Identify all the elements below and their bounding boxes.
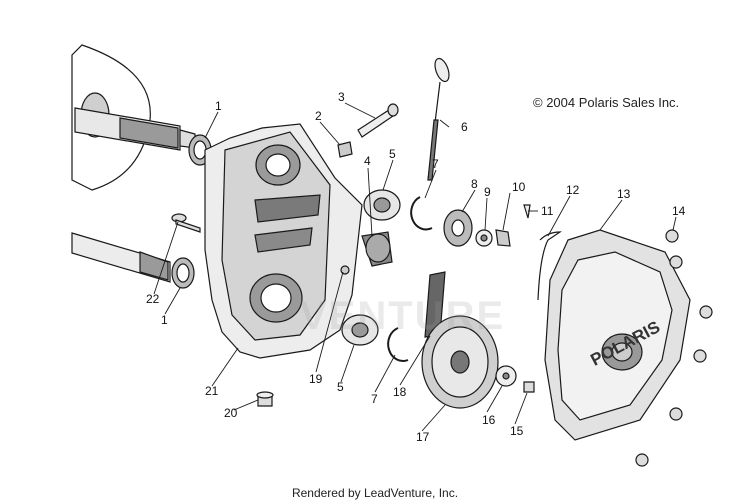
callout-15: 15 — [510, 424, 524, 438]
callout-19: 19 — [309, 372, 323, 386]
callout-5-upper: 5 — [389, 147, 396, 161]
callout-10: 10 — [512, 180, 526, 194]
callout-6: 6 — [461, 120, 468, 134]
cover-bolt-3 — [699, 305, 713, 319]
callout-16: 16 — [482, 413, 496, 427]
callout-13: 13 — [617, 187, 631, 201]
cotter-pin-11 — [523, 204, 531, 219]
callout-5-lower: 5 — [337, 380, 344, 394]
callout-1-upper: 1 — [215, 99, 222, 113]
bearing-upper — [363, 189, 401, 221]
drain-plug-20 — [256, 391, 274, 407]
chaincase-cover-13 — [544, 229, 691, 441]
callout-4: 4 — [364, 154, 371, 168]
snap-ring-upper — [410, 196, 433, 231]
leader-lines — [153, 102, 677, 432]
nut-10 — [495, 229, 511, 247]
bolt-15 — [523, 381, 535, 393]
callout-12: 12 — [566, 183, 580, 197]
callout-21: 21 — [205, 384, 219, 398]
washer-16 — [495, 365, 517, 387]
callout-9: 9 — [484, 185, 491, 199]
cover-bolt-1 — [665, 229, 679, 243]
nut-2 — [337, 141, 353, 158]
bearing-lower — [341, 314, 379, 346]
watermark: VENTURE — [300, 294, 506, 338]
footer-credit: Rendered by LeadVenture, Inc. — [291, 486, 459, 500]
callout-7-upper: 7 — [432, 157, 439, 171]
snap-ring-lower — [387, 327, 409, 362]
cover-bolt-6 — [635, 453, 649, 467]
bolt-3 — [357, 103, 399, 138]
cover-bolt-5 — [669, 407, 683, 421]
callout-3: 3 — [338, 90, 345, 104]
lower-sprocket-17 — [421, 315, 499, 409]
gasket-12 — [537, 231, 562, 301]
bolt-22 — [171, 213, 201, 233]
lower-shaft — [71, 232, 171, 283]
upper-sprocket-8 — [443, 209, 473, 247]
chain-tensioner-4 — [361, 231, 393, 267]
callout-11: 11 — [541, 204, 554, 218]
callout-22: 22 — [146, 292, 160, 306]
chaincase-housing — [204, 123, 363, 359]
cover-bolt-4 — [693, 349, 707, 363]
callout-18: 18 — [393, 385, 407, 399]
seal-lower — [171, 257, 195, 289]
washer-9 — [475, 229, 493, 247]
callout-2: 2 — [315, 109, 322, 123]
callout-7-lower: 7 — [371, 392, 378, 406]
callout-14: 14 — [672, 204, 686, 218]
callout-20: 20 — [224, 406, 238, 420]
callout-17: 17 — [416, 430, 430, 444]
copyright-text: © 2004 Polaris Sales Inc. — [533, 95, 680, 110]
callout-1-lower: 1 — [161, 313, 168, 327]
callout-8: 8 — [471, 177, 478, 191]
cover-bolt-2 — [669, 255, 683, 269]
